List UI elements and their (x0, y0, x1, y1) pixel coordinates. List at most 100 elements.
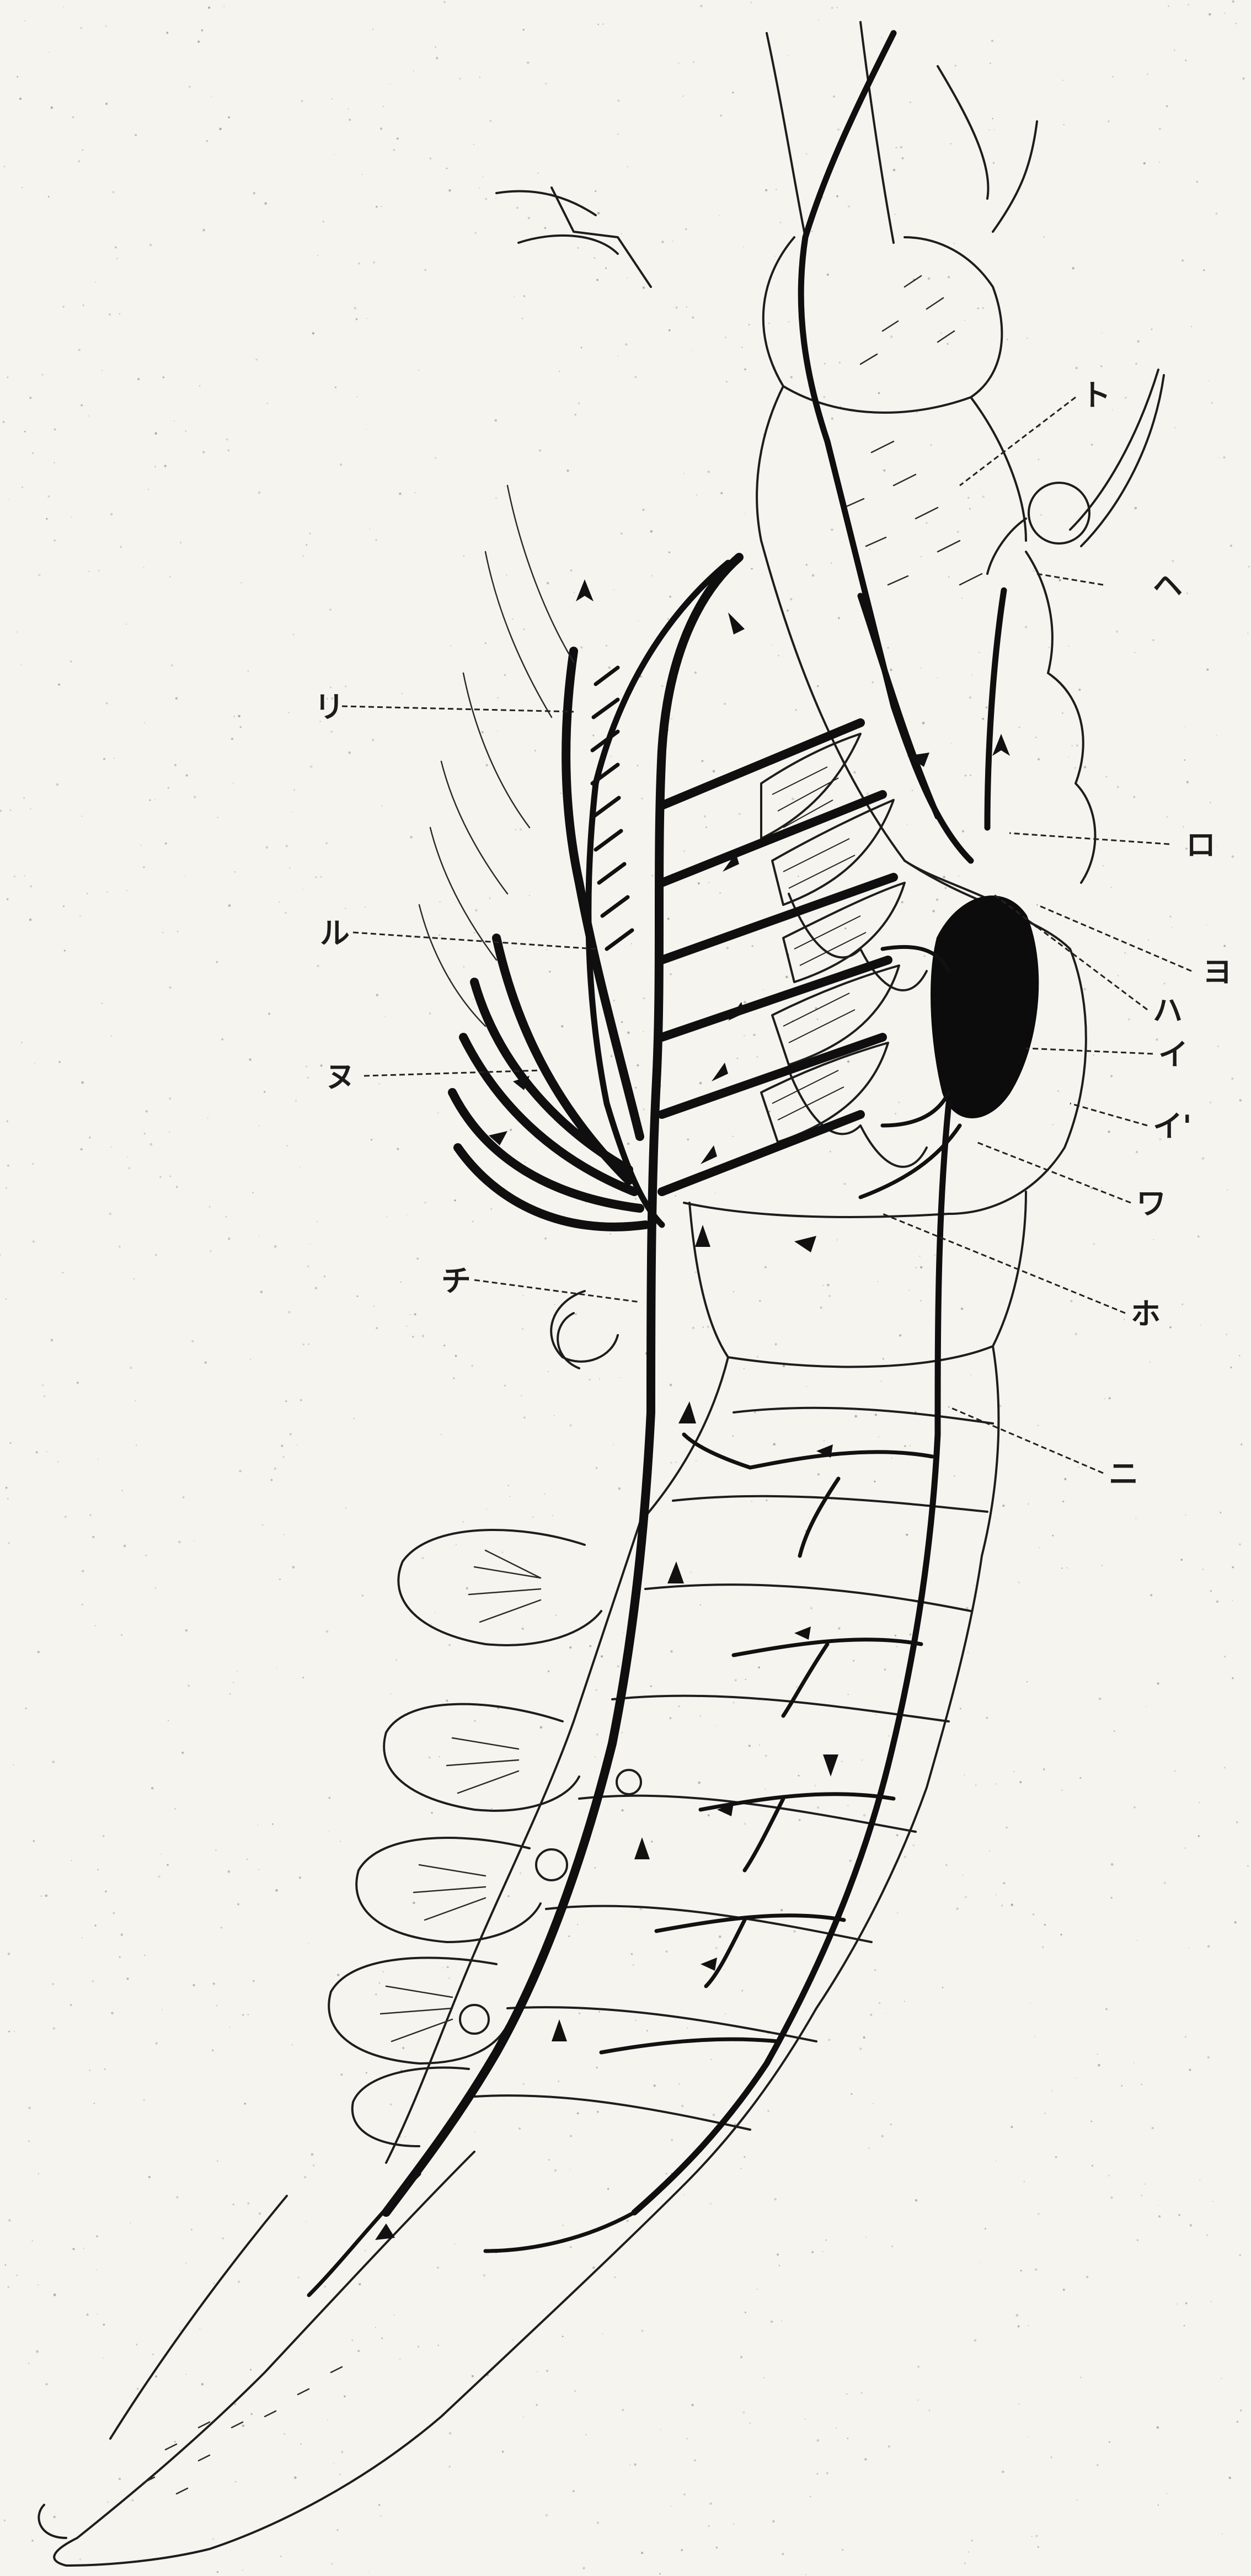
paper-speckle (490, 1208, 492, 1210)
paper-speckle (45, 2383, 47, 2385)
paper-speckle (733, 1702, 734, 1703)
paper-speckle (595, 1756, 596, 1758)
paper-speckle (780, 222, 782, 223)
paper-speckle (472, 2375, 474, 2377)
paper-speckle (959, 876, 960, 877)
paper-speckle (489, 120, 491, 122)
paper-speckle (969, 508, 971, 510)
paper-speckle (1217, 1046, 1218, 1047)
paper-speckle (744, 513, 745, 514)
paper-speckle (661, 241, 664, 243)
paper-speckle (570, 569, 573, 572)
paper-speckle (1035, 2269, 1037, 2271)
paper-speckle (317, 965, 319, 967)
paper-speckle (1117, 786, 1119, 788)
paper-speckle (549, 970, 550, 972)
paper-speckle (274, 1245, 277, 1248)
paper-speckle (744, 247, 745, 248)
paper-speckle (950, 143, 951, 144)
paper-speckle (651, 1841, 653, 1842)
paper-speckle (795, 709, 797, 711)
paper-speckle (7, 898, 9, 900)
paper-speckle (235, 2481, 236, 2482)
paper-speckle (333, 2463, 334, 2465)
paper-speckle (806, 153, 807, 154)
paper-speckle (1158, 2215, 1161, 2217)
paper-speckle (916, 1267, 917, 1268)
paper-speckle (523, 1417, 526, 1419)
paper-speckle (116, 258, 118, 259)
paper-speckle (233, 2204, 234, 2205)
paper-speckle (554, 1415, 555, 1416)
paper-speckle (970, 1374, 971, 1375)
paper-speckle (634, 2463, 636, 2466)
paper-speckle (1212, 2201, 1213, 2202)
paper-speckle (790, 598, 792, 600)
paper-speckle (1152, 2127, 1154, 2129)
paper-speckle (1206, 668, 1209, 670)
paper-speckle (1100, 365, 1102, 367)
paper-speckle (1030, 2003, 1031, 2004)
paper-speckle (328, 1831, 329, 1832)
paper-speckle (765, 189, 767, 191)
paper-speckle (446, 168, 448, 169)
paper-speckle (921, 556, 922, 557)
paper-speckle (1134, 2062, 1135, 2063)
paper-speckle (824, 1440, 825, 1441)
paper-speckle (527, 62, 529, 64)
paper-speckle (303, 1343, 304, 1345)
paper-speckle (1186, 781, 1189, 783)
paper-speckle (926, 522, 927, 524)
paper-speckle (306, 544, 307, 546)
paper-speckle (446, 1699, 448, 1702)
paper-speckle (641, 2552, 643, 2554)
paper-speckle (619, 1377, 620, 1378)
paper-speckle (1166, 2493, 1167, 2494)
paper-speckle (407, 1214, 408, 1215)
paper-speckle (1210, 1101, 1212, 1103)
paper-speckle (128, 1167, 130, 1169)
paper-speckle (875, 1414, 877, 1416)
paper-speckle (910, 1445, 911, 1446)
paper-speckle (485, 642, 487, 644)
paper-speckle (798, 1775, 800, 1777)
paper-speckle (601, 1655, 603, 1657)
paper-speckle (522, 1628, 524, 1630)
paper-speckle (596, 279, 598, 281)
paper-speckle (589, 1379, 591, 1381)
paper-speckle (715, 1193, 716, 1194)
paper-speckle (266, 846, 269, 849)
paper-speckle (617, 134, 619, 135)
paper-speckle (391, 1693, 392, 1694)
paper-speckle (185, 875, 186, 876)
paper-speckle (126, 890, 127, 891)
paper-speckle (873, 2103, 874, 2104)
paper-speckle (516, 207, 518, 209)
paper-speckle (154, 466, 156, 468)
paper-speckle (1239, 1543, 1241, 1545)
paper-speckle (540, 1726, 543, 1729)
paper-speckle (443, 1, 445, 3)
paper-speckle (191, 2229, 193, 2231)
paper-speckle (485, 198, 487, 200)
paper-speckle (920, 1266, 923, 1269)
paper-speckle (611, 756, 612, 757)
paper-speckle (625, 343, 627, 345)
paper-speckle (111, 2012, 114, 2014)
paper-speckle (1011, 2126, 1013, 2128)
paper-speckle (578, 402, 580, 404)
paper-speckle (221, 1038, 223, 1041)
paper-speckle (162, 2009, 163, 2010)
paper-speckle (1211, 402, 1212, 403)
paper-speckle (1003, 1882, 1005, 1884)
figure-labels: ト ヘ ロ ヨ ハ イ イ' ワ ホ ニ リ ル ヌ チ (314, 378, 1232, 1491)
paper-speckle (635, 2020, 637, 2021)
paper-speckle (1114, 1730, 1115, 1732)
paper-speckle (463, 966, 464, 967)
paper-speckle (922, 722, 925, 724)
paper-speckle (88, 571, 89, 572)
paper-speckle (98, 570, 100, 572)
paper-speckle (1027, 338, 1028, 339)
paper-speckle (863, 1814, 866, 1817)
paper-speckle (56, 783, 59, 786)
